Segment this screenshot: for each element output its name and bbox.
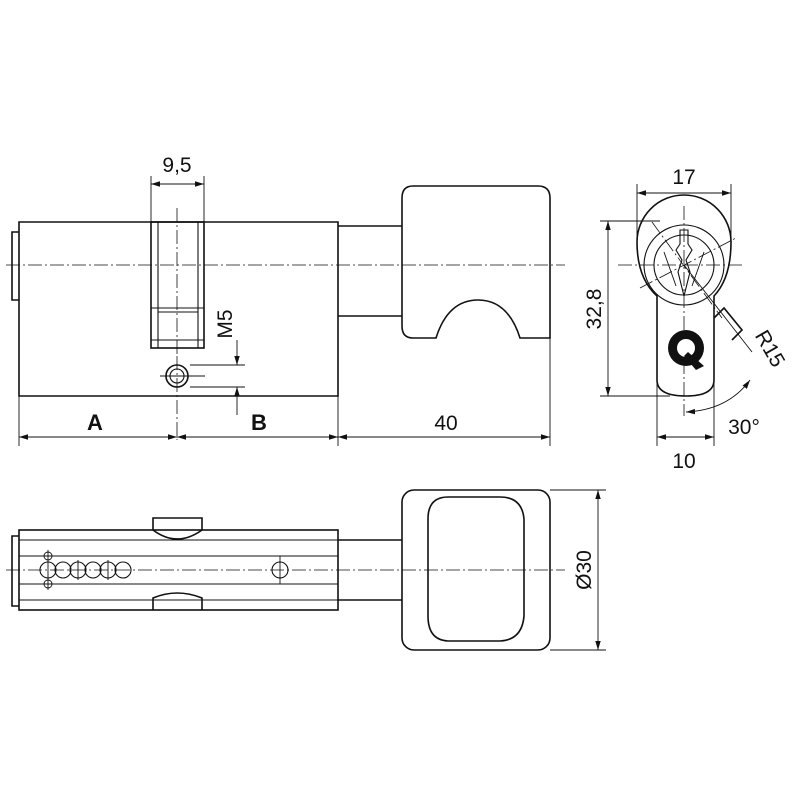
cam-top-arc (152, 529, 203, 540)
cam (150, 208, 205, 356)
dim-cam-width: 9,5 (150, 154, 205, 222)
cam-tip (713, 306, 744, 341)
logo-letter: Q (673, 330, 699, 368)
dim-bottom-label: 10 (672, 450, 695, 473)
bottom-end-cap (11, 535, 19, 607)
keyway (675, 229, 693, 297)
cylinder-body (18, 221, 339, 397)
dim-knob-diameter: Ø30 (550, 489, 606, 651)
dim-angle-label: 30° (728, 416, 760, 439)
bottom-spindle (338, 539, 402, 601)
pin-holes (39, 550, 289, 590)
cam-bottom-bulge (152, 592, 203, 610)
dim-angle: 30° (685, 379, 760, 439)
dim-width-label: 17 (672, 166, 695, 189)
dim-width: 17 (636, 166, 732, 240)
dim-knob-diameter-label: Ø30 (573, 550, 596, 590)
dim-screw-label: M5 (214, 309, 237, 338)
bottom-view: Ø30 (6, 489, 606, 651)
dim-chain: A B 40 (18, 338, 551, 446)
dim-bottom: 10 (656, 380, 715, 473)
screw-hole (160, 356, 205, 440)
dim-height: 32,8 (583, 220, 670, 397)
q-logo-icon: Q (668, 330, 704, 370)
knob (401, 185, 551, 339)
keyway-lines (663, 251, 705, 287)
dim-knob-label: 40 (434, 412, 457, 435)
dim-b-label: B (251, 410, 267, 435)
dim-cam-width-label: 9,5 (162, 154, 191, 177)
profile-view: Q 17 32,8 R15 30° (583, 166, 789, 473)
top-view: 9,5 M5 A B 40 (6, 154, 565, 446)
left-end-cap (11, 231, 19, 301)
profile-diag-centerline-1 (651, 221, 723, 319)
dim-screw: M5 (190, 309, 245, 415)
bottom-knob (401, 489, 551, 651)
dim-a-label: A (87, 410, 103, 435)
spindle (338, 225, 402, 317)
knob-grip (427, 496, 525, 642)
profile-diag-centerline-2 (639, 237, 737, 289)
bottom-body (18, 529, 339, 611)
dim-height-label: 32,8 (583, 289, 606, 330)
dim-radius-label: R15 (750, 326, 789, 371)
cam-top-bulge (152, 517, 203, 530)
